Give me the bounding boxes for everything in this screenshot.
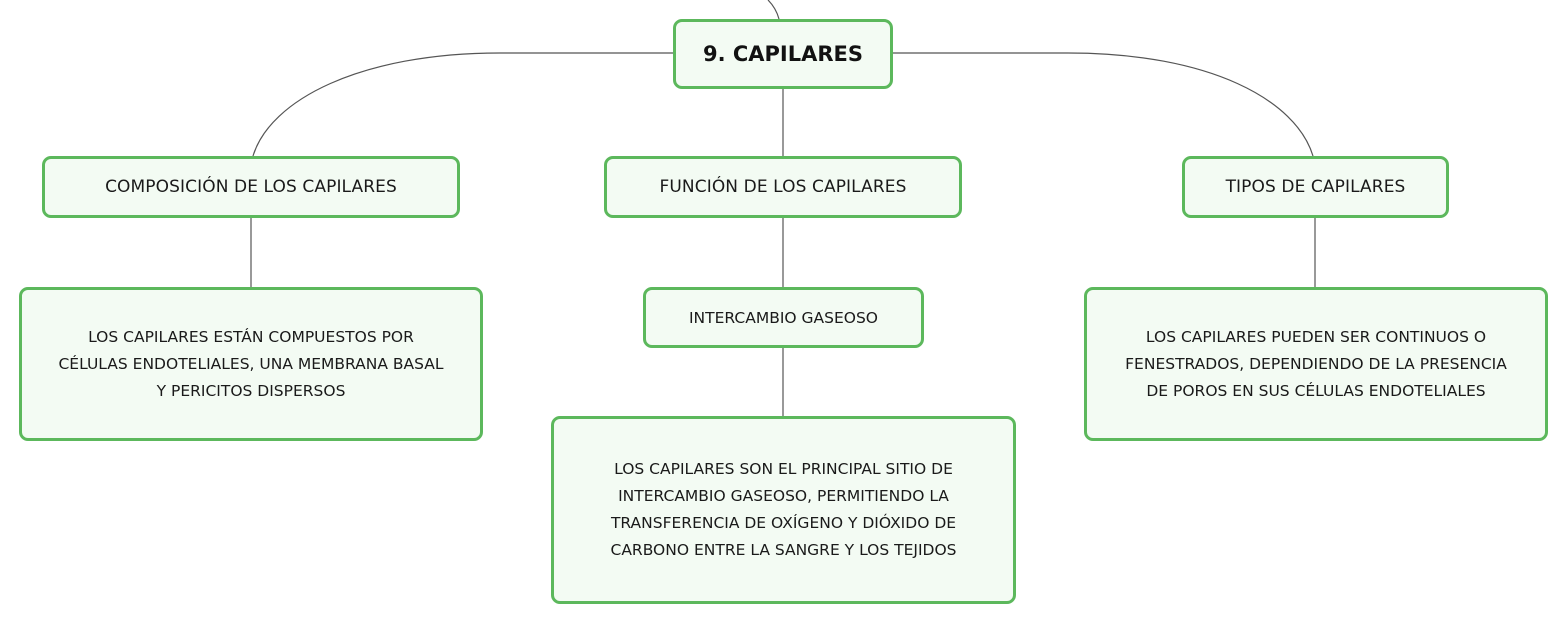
root-topic-label: 9. CAPILARES [702, 42, 864, 66]
detail-composicion-node[interactable]: LOS CAPILARES ESTÁN COMPUESTOS POR CÉLUL… [19, 287, 483, 441]
topic-funcion-label: FUNCIÓN DE LOS CAPILARES [659, 177, 907, 197]
connector-parent-to-root [767, 0, 780, 20]
detail-funcion-text: LOS CAPILARES SON EL PRINCIPAL SITIO DE … [610, 460, 957, 559]
subtopic-intercambio-node[interactable]: INTERCAMBIO GASEOSO [643, 287, 924, 348]
connector-root-to-composicion [252, 52, 673, 157]
subtopic-intercambio-label: INTERCAMBIO GASEOSO [688, 308, 879, 327]
detail-funcion-node[interactable]: LOS CAPILARES SON EL PRINCIPAL SITIO DE … [551, 416, 1016, 604]
topic-tipos-label: TIPOS DE CAPILARES [1225, 177, 1406, 197]
connector-root-to-tipos [893, 52, 1314, 157]
topic-funcion-node[interactable]: FUNCIÓN DE LOS CAPILARES [604, 156, 962, 218]
detail-tipos-text: LOS CAPILARES PUEDEN SER CONTINUOS O FEN… [1125, 327, 1507, 400]
topic-composicion-label: COMPOSICIÓN DE LOS CAPILARES [105, 177, 397, 197]
root-topic-node[interactable]: 9. CAPILARES [673, 19, 893, 89]
topic-tipos-node[interactable]: TIPOS DE CAPILARES [1182, 156, 1449, 218]
detail-composicion-text: LOS CAPILARES ESTÁN COMPUESTOS POR CÉLUL… [58, 327, 444, 400]
detail-tipos-node[interactable]: LOS CAPILARES PUEDEN SER CONTINUOS O FEN… [1084, 287, 1548, 441]
topic-composicion-node[interactable]: COMPOSICIÓN DE LOS CAPILARES [42, 156, 460, 218]
